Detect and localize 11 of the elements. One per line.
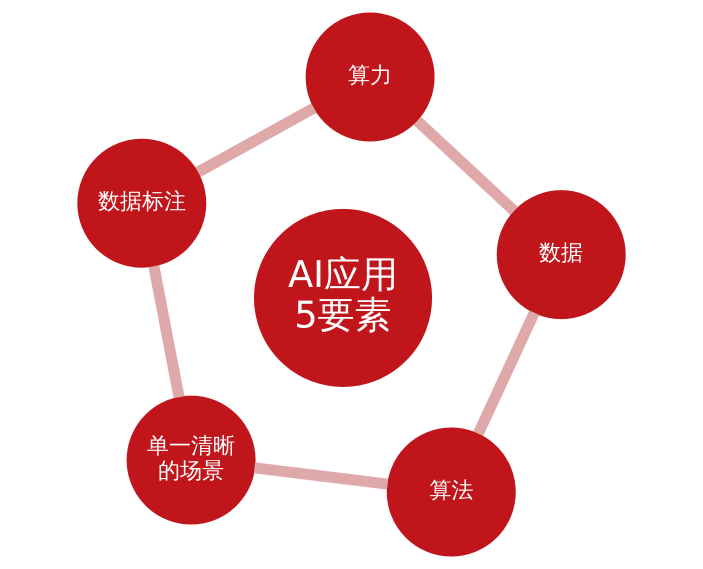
connector (414, 116, 518, 215)
connector (148, 265, 184, 398)
node-circle: 数据标注 (77, 138, 206, 268)
node-circle: 算法 (386, 428, 516, 556)
node-circle: AI应用5要素 (254, 208, 432, 387)
node-circle: 单一清晰的场景 (126, 396, 256, 525)
connector (254, 462, 388, 490)
node-circle: 算力 (306, 12, 435, 142)
connector (473, 310, 540, 436)
node-circle: 数据 (496, 190, 626, 320)
connector (196, 103, 317, 177)
